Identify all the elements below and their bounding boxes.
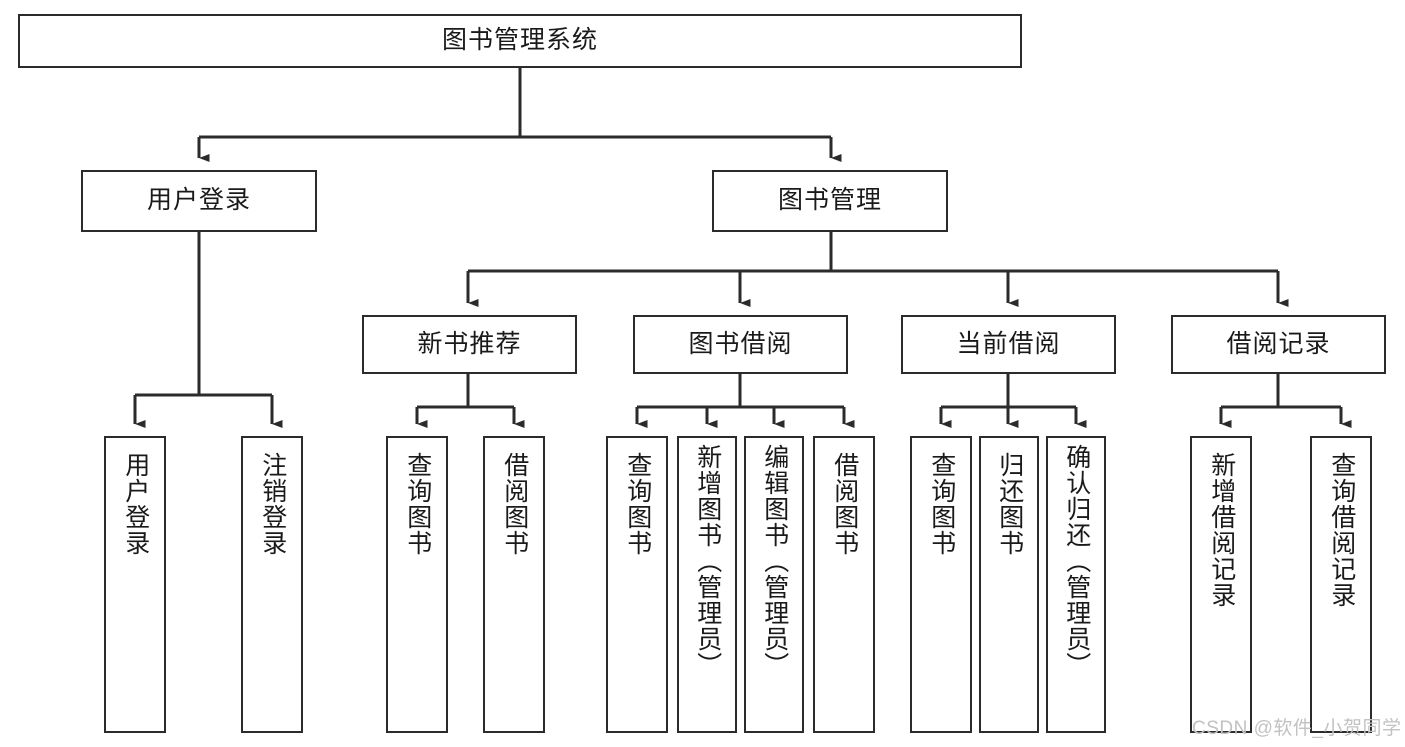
leaf-label: 查询图书 bbox=[927, 452, 956, 556]
leaf-user-login-login[interactable]: 用户登录 bbox=[104, 436, 166, 733]
leaf-records-query-record[interactable]: 查询借阅记录 bbox=[1310, 436, 1372, 733]
leaf-label: 查询图书 bbox=[403, 452, 432, 556]
leaf-label: 新增借阅记录 bbox=[1207, 452, 1236, 608]
leaf-label: 借阅图书 bbox=[500, 452, 529, 556]
node-book-management-label: 图书管理 bbox=[777, 186, 882, 215]
leaf-recommend-borrow-book[interactable]: 借阅图书 bbox=[483, 436, 545, 733]
leaf-label: 归还图书 bbox=[995, 452, 1024, 556]
leaf-label: 新增图书（管理员） bbox=[693, 444, 722, 678]
node-current-borrow[interactable]: 当前借阅 bbox=[901, 315, 1116, 374]
leaf-current-query-book[interactable]: 查询图书 bbox=[910, 436, 972, 733]
leaf-current-return-book[interactable]: 归还图书 bbox=[979, 436, 1039, 733]
leaf-borrow-edit-book-admin[interactable]: 编辑图书（管理员） bbox=[744, 436, 804, 733]
node-book-borrow[interactable]: 图书借阅 bbox=[633, 315, 848, 374]
leaf-borrow-borrow-book[interactable]: 借阅图书 bbox=[813, 436, 875, 733]
node-user-login[interactable]: 用户登录 bbox=[81, 170, 317, 232]
node-new-book-recommend-label: 新书推荐 bbox=[417, 329, 522, 358]
leaf-label: 注销登录 bbox=[258, 452, 287, 556]
node-book-borrow-label: 图书借阅 bbox=[688, 329, 793, 358]
node-book-management[interactable]: 图书管理 bbox=[712, 170, 948, 232]
node-borrow-records-label: 借阅记录 bbox=[1226, 329, 1331, 358]
leaf-records-add-record[interactable]: 新增借阅记录 bbox=[1190, 436, 1252, 733]
leaf-borrow-query-book[interactable]: 查询图书 bbox=[606, 436, 668, 733]
leaf-recommend-query-book[interactable]: 查询图书 bbox=[386, 436, 448, 733]
leaf-label: 查询图书 bbox=[623, 452, 652, 556]
node-root-label: 图书管理系统 bbox=[441, 26, 598, 55]
leaf-label: 编辑图书（管理员） bbox=[760, 444, 789, 678]
leaf-current-confirm-return-admin[interactable]: 确认归还（管理员） bbox=[1046, 436, 1106, 733]
node-borrow-records[interactable]: 借阅记录 bbox=[1171, 315, 1386, 374]
leaf-borrow-add-book-admin[interactable]: 新增图书（管理员） bbox=[677, 436, 737, 733]
leaf-user-login-logout[interactable]: 注销登录 bbox=[241, 436, 303, 733]
leaf-label: 查询借阅记录 bbox=[1327, 452, 1356, 608]
node-current-borrow-label: 当前借阅 bbox=[956, 329, 1061, 358]
leaf-label: 借阅图书 bbox=[830, 452, 859, 556]
node-new-book-recommend[interactable]: 新书推荐 bbox=[362, 315, 577, 374]
watermark: CSDN @软件_小贺同学 bbox=[1192, 718, 1402, 739]
node-user-login-label: 用户登录 bbox=[146, 186, 251, 215]
node-root[interactable]: 图书管理系统 bbox=[18, 14, 1022, 68]
leaf-label: 用户登录 bbox=[121, 452, 150, 556]
leaf-label: 确认归还（管理员） bbox=[1062, 444, 1091, 678]
